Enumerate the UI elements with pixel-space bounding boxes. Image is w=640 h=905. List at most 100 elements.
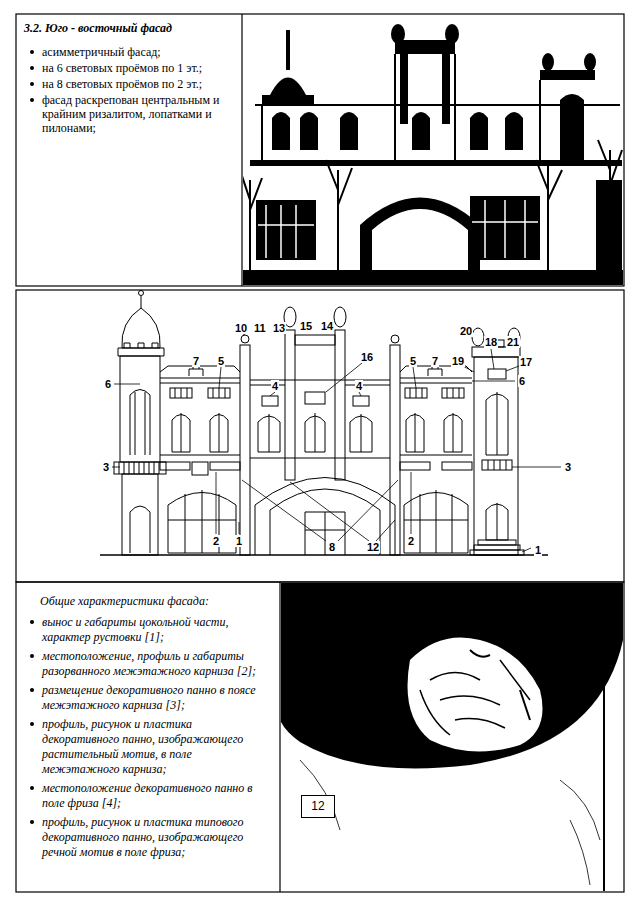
facade-elevation — [400, 455, 472, 456]
facade-elevation — [353, 396, 369, 406]
callout-number: 8 — [328, 541, 336, 553]
leader-line — [219, 367, 221, 388]
leader-line — [114, 384, 140, 385]
bullet-text: местоположение, профиль и габариты разор… — [42, 649, 256, 678]
table-frame — [16, 14, 624, 286]
bullet-item: местоположение декоративного панно в пол… — [24, 781, 272, 811]
leader-line — [290, 482, 369, 541]
relief-photo — [281, 583, 623, 891]
bullet-text: на 8 световых проёмов по 2 эт.; — [42, 77, 202, 91]
callout-number: 2 — [407, 535, 415, 547]
facade-elevation — [122, 474, 158, 555]
facade-photo — [270, 78, 306, 96]
facade-elevation — [305, 392, 325, 404]
facade-elevation — [391, 335, 399, 343]
callout-number: 2 — [212, 535, 220, 547]
facade-photo — [560, 94, 584, 160]
bullet-dot — [30, 786, 34, 790]
facade-photo — [412, 112, 430, 150]
bullet-dot — [30, 654, 34, 658]
facade-elevation — [262, 396, 278, 406]
facade-elevation — [210, 462, 240, 470]
facade-photo — [243, 170, 262, 284]
facade-elevation — [114, 462, 166, 474]
facade-elevation — [472, 347, 520, 357]
facade-elevation — [444, 413, 462, 452]
table-frame — [279, 582, 280, 892]
callout-number: 11 — [253, 322, 267, 334]
leader-line — [506, 366, 519, 371]
facade-elevation — [474, 357, 518, 555]
facade-elevation — [442, 462, 472, 470]
bullet-item: на 6 световых проёмов по 1 эт.; — [24, 61, 234, 75]
callout-number: 18 — [484, 336, 498, 348]
callout-number: 5 — [217, 355, 225, 367]
facade-elevation — [258, 414, 280, 452]
facade-elevation — [175, 388, 225, 398]
facade-elevation — [482, 460, 512, 470]
facade-elevation — [404, 490, 468, 553]
facade-elevation — [130, 390, 150, 456]
bullet-item: размещение декоративного панно в поясе м… — [24, 683, 272, 713]
callout-number: 1 — [534, 544, 542, 556]
facade-elevation — [160, 378, 240, 383]
leader-line — [243, 334, 245, 335]
leader-line — [472, 381, 515, 382]
text-cell: 3.2. Юго - восточный фасадасимметричный … — [18, 16, 240, 284]
bullet-item: профиль, рисунок и пластика типового дек… — [24, 815, 272, 860]
facade-photo — [395, 40, 455, 54]
relief-photo — [281, 583, 623, 768]
facade-photo — [505, 112, 523, 150]
facade-photo — [262, 95, 314, 105]
table-frame — [241, 14, 242, 286]
leader-line — [216, 472, 217, 534]
bullet-dot — [30, 820, 34, 824]
facade-photo — [255, 54, 620, 160]
facade-elevation — [470, 550, 524, 555]
bullet-dot — [30, 620, 34, 624]
bullet-item: асимметричный фасад; — [24, 45, 234, 59]
facade-photo — [272, 112, 290, 150]
facade-elevation — [168, 490, 236, 553]
relief-photo — [300, 760, 600, 885]
facade-elevation — [240, 345, 250, 555]
facade-elevation — [488, 369, 506, 379]
facade-photo — [598, 140, 622, 284]
leader-line — [112, 334, 561, 552]
facade-elevation — [192, 462, 208, 475]
bullet-dot — [30, 66, 34, 70]
facade-elevation — [305, 413, 325, 452]
callout-number: 19 — [451, 355, 465, 367]
callout-number: 3 — [564, 461, 572, 473]
facade-elevation — [160, 462, 190, 470]
facade-elevation — [295, 335, 335, 345]
facade-elevation — [250, 458, 390, 459]
bullet-item: фасад раскрепован центральным и крайним … — [24, 93, 234, 135]
facade-elevation — [130, 506, 150, 553]
bullet-dot — [30, 50, 34, 54]
facade-photo — [540, 70, 595, 80]
callout-number: 7 — [192, 355, 200, 367]
facade-photo — [250, 160, 622, 166]
facade-elevation — [472, 328, 484, 346]
bullet-text: асимметричный фасад; — [42, 45, 161, 59]
facade-elevation — [210, 413, 228, 452]
callout-number: 7 — [431, 355, 439, 367]
bullet-text: местоположение декоративного панно в пол… — [42, 781, 253, 810]
callout-number: 21 — [506, 336, 520, 348]
callout-number: 20 — [459, 325, 473, 337]
callout-number: 10 — [234, 322, 248, 334]
facade-photo — [445, 24, 459, 44]
image-number: 12 — [308, 799, 328, 813]
bullet-text: вынос и габариты цокольной части, характ… — [42, 615, 229, 644]
leader-line — [239, 522, 240, 534]
facade-photo — [584, 53, 596, 71]
facade-photo — [470, 112, 488, 150]
leader-line — [376, 520, 395, 541]
facade-elevation — [139, 291, 144, 296]
leader-line — [522, 548, 531, 552]
facade-photo — [442, 54, 450, 124]
facade-elevation — [350, 414, 372, 452]
leader-line — [411, 472, 412, 534]
